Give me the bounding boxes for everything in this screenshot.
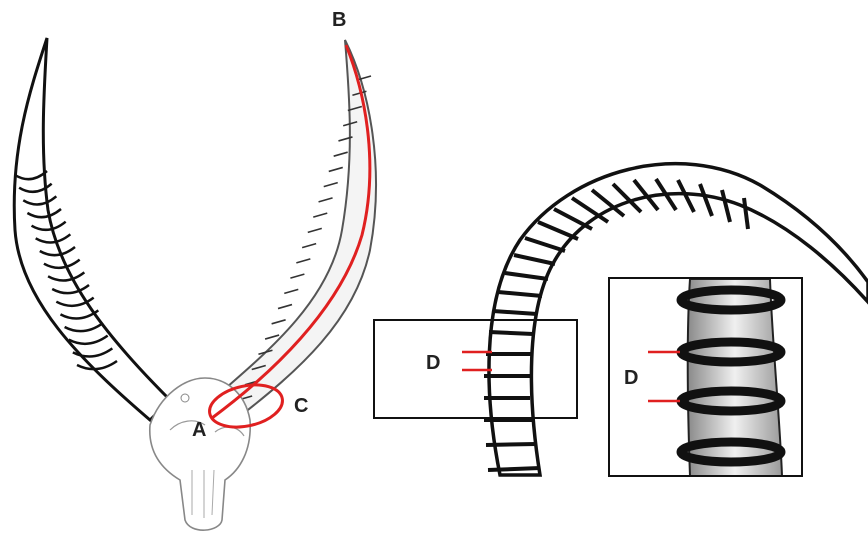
horn-ring	[334, 152, 348, 156]
right-horn	[212, 40, 376, 420]
horn-ring	[308, 228, 322, 232]
label-b: B	[332, 9, 346, 31]
inset-closeup: D	[609, 278, 802, 476]
label-d-detail: D	[426, 352, 440, 374]
horn-ring	[489, 332, 533, 334]
horn-ring	[319, 198, 333, 202]
horn-ring	[296, 259, 310, 263]
horn-ring	[265, 335, 279, 339]
label-a: A	[192, 419, 206, 441]
horn-ring	[486, 444, 536, 445]
skull-drawing: A B C	[14, 9, 376, 530]
label-d-inset: D	[624, 367, 638, 389]
horn-ring	[313, 213, 327, 217]
horn-ring	[272, 320, 286, 324]
label-c: C	[294, 395, 308, 417]
horn-ring	[329, 167, 343, 171]
horn-ring	[290, 274, 304, 278]
horn-ring	[278, 305, 292, 309]
horn-ring	[284, 289, 298, 293]
horn-ring	[488, 468, 540, 470]
horn-ring	[324, 183, 338, 187]
horn-ring	[302, 244, 316, 248]
